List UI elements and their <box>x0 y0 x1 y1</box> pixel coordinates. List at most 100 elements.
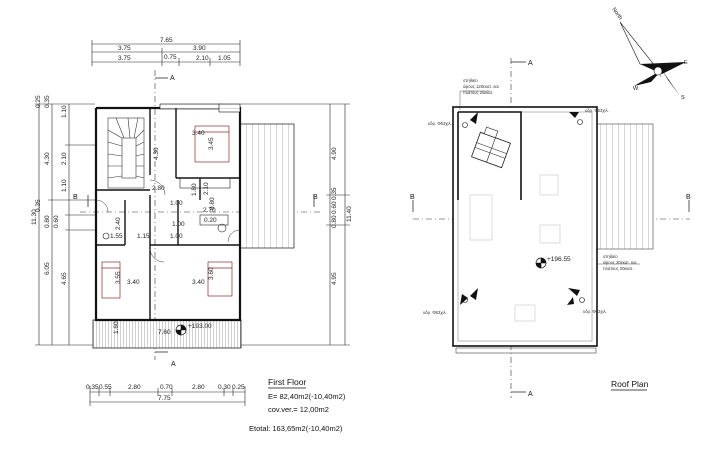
right-dim-mid-c: 0.35 <box>331 187 338 200</box>
room-dim-16: 1.60 <box>113 321 120 334</box>
room-dim-6: 2.70 <box>203 207 216 214</box>
roof-note-top-3: πλάτους 25εκατ. <box>463 90 494 95</box>
walls <box>94 106 242 322</box>
top-dim-row3-a: 3.75 <box>118 55 131 62</box>
left-dim-e: 2.10 <box>61 152 68 165</box>
bottom-dim-d: 0.70 <box>160 384 173 391</box>
balcony <box>92 319 242 349</box>
left-dim-f: 1.10 <box>61 179 68 192</box>
roof-note-right-1: στηθαίο <box>603 254 618 259</box>
first-floor-plan: 7.65 3.75 3.90 3.75 0.75 2.10 1.05 11.30… <box>31 37 353 433</box>
bottom-dim-f: 0.30 <box>218 384 231 391</box>
stair-enclosure <box>457 111 522 200</box>
roof-pipe-label-3: υδρ. Φ63χιλ. <box>423 310 447 315</box>
right-dim-overall: 11.40 <box>346 206 353 222</box>
wall-corner <box>218 103 241 113</box>
roof-note-top-1: στηθαίο <box>463 78 478 83</box>
north-arrow-icon <box>619 21 686 96</box>
room-dim-3: 4.30 <box>153 147 160 160</box>
top-dim-row3-c: 2.10 <box>196 55 209 62</box>
section-a-bottom: A <box>171 361 176 368</box>
section-b-right: B <box>313 194 318 201</box>
fixtures <box>102 177 231 240</box>
terrace-deck <box>239 123 295 249</box>
left-dim-overall: 11.30 <box>31 209 38 225</box>
compass-s: S <box>681 95 685 101</box>
room-dim-18: 1.00 <box>172 221 185 228</box>
roof-outline <box>452 106 598 347</box>
room-dim-13: 3.40 <box>127 279 140 286</box>
bottom-dim-e: 2.80 <box>192 384 205 391</box>
roof-note-right-2: ύψους 30εκατ. και <box>603 260 637 265</box>
roof-section-a-top: A <box>528 60 533 67</box>
right-dim-mid-a: 0.80 <box>331 215 338 228</box>
top-dim-row3-d: 1.05 <box>218 55 231 62</box>
room-dim-11: 1.55 <box>110 233 123 240</box>
room-dim-20: 0.80 <box>209 197 216 210</box>
roof-level-marker-icon <box>535 257 547 269</box>
bed-left <box>101 261 121 299</box>
wall-top-cap-left <box>159 103 221 110</box>
left-dim-c: 1.10 <box>61 105 68 118</box>
roof-section-b-right: B <box>686 194 691 201</box>
roof-plan-title: Roof Plan <box>611 379 649 389</box>
left-dim-b: 0.35 <box>44 95 51 108</box>
room-dim-10: 1.00 <box>170 233 183 240</box>
top-dim-left: 3.75 <box>118 45 131 52</box>
right-dimensions <box>240 103 350 346</box>
room-dim-14: 3.40 <box>192 279 205 286</box>
bed-top <box>194 125 230 163</box>
left-dim-a: 0.25 <box>35 95 42 108</box>
top-dim-right: 3.90 <box>193 45 206 52</box>
first-floor-level: +193.00 <box>188 323 212 330</box>
room-dim-2: 3.45 <box>208 137 215 150</box>
room-dim-12: 3.55 <box>115 271 122 284</box>
stair-skylight <box>471 126 511 169</box>
top-dimensions <box>91 40 241 66</box>
right-dim-upper: 4.90 <box>331 147 338 160</box>
bed-right <box>207 261 233 297</box>
roof-pipe-label-4: υδρ. Φ63χιλ. <box>583 309 607 314</box>
right-dim-mid-b: 0.60 <box>331 201 338 214</box>
first-floor-title: First Floor <box>268 377 306 387</box>
bottom-dim-b: 0.55 <box>99 384 112 391</box>
compass-north: North <box>610 7 623 21</box>
roof-note-top-2: ύψους 120εκατ. και <box>463 84 499 89</box>
interior-walls <box>96 108 240 320</box>
room-dim-15: 3.60 <box>208 267 215 280</box>
section-a-top: A <box>170 75 175 82</box>
bottom-dimensions <box>89 386 246 406</box>
section-b-left: B <box>73 194 78 201</box>
roof-pipe-label-1: υδρ. Φ63χιλ. <box>428 121 452 126</box>
roof-drain-icon <box>460 112 585 305</box>
left-dim-k: 4.65 <box>61 272 68 285</box>
compass-w: W <box>633 86 639 92</box>
compass-e: E <box>684 60 688 66</box>
room-dim-5: 1.00 <box>170 200 183 207</box>
bottom-dim-overall: 7.75 <box>158 395 171 402</box>
room-dim-7: 2.10 <box>203 182 210 195</box>
roof-level: +196.55 <box>547 256 571 263</box>
staircase <box>107 117 145 189</box>
room-dim-1: 3.40 <box>192 130 205 137</box>
left-dim-h: 0.80 <box>44 215 51 228</box>
left-dim-d: 4.30 <box>44 152 51 165</box>
room-dim-17: 7.60 <box>158 329 171 336</box>
roof-section-a-bottom: A <box>528 391 533 398</box>
room-dim-4: 2.80 <box>152 185 165 192</box>
left-dimensions <box>35 103 95 346</box>
roof-note-right-3: πλάτους 20εκατ. <box>603 266 634 271</box>
bottom-dim-a: 0.35 <box>86 384 99 391</box>
doors <box>95 179 241 263</box>
left-dim-j: 6.05 <box>44 262 51 275</box>
room-dim-19: 1.80 <box>191 183 198 196</box>
right-dim-lower: 4.95 <box>331 272 338 285</box>
roof-pipe-label-2: υδρ. Φ63χιλ. <box>585 108 609 113</box>
total-area: Etotal: 163,65m2(-10,40m2) <box>249 424 343 433</box>
roof-plan: A A B B <box>410 58 691 398</box>
room-dim-21: 0.20 <box>204 217 217 224</box>
section-lines <box>80 70 322 360</box>
left-dim-i: 0.60 <box>53 215 60 228</box>
roof-terrace-deck <box>595 123 654 250</box>
